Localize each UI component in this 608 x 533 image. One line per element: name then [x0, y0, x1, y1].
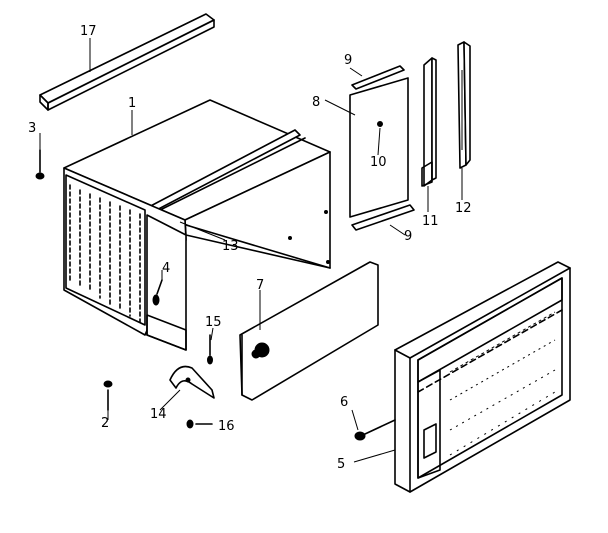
screw-2	[103, 380, 113, 411]
callout-2: 2	[101, 416, 109, 431]
callout-11: 11	[422, 214, 439, 229]
callout-14: 14	[150, 407, 167, 422]
callout-6: 6	[340, 395, 348, 410]
side-channel-11	[421, 57, 437, 187]
callout-16: 16	[218, 419, 235, 434]
callout-1: 1	[128, 96, 136, 111]
side-channel-12	[457, 41, 471, 169]
cabinet-louvers	[69, 184, 141, 323]
callout-8: 8	[312, 95, 320, 110]
callout-3: 3	[28, 121, 36, 136]
callout-10: 10	[370, 155, 387, 170]
cabinet	[63, 99, 331, 351]
filter-panel	[239, 261, 379, 401]
screw-15	[207, 334, 213, 365]
callout-4: 4	[162, 261, 170, 276]
top-rail	[39, 13, 215, 111]
curtain-rail-bottom	[351, 204, 415, 231]
callout-9-top: 9	[344, 53, 352, 68]
front-grille	[394, 261, 571, 493]
mounting-bracket	[169, 365, 215, 399]
leader-lines	[39, 38, 463, 463]
screw-3	[35, 149, 45, 180]
callout-5: 5	[337, 457, 345, 472]
screw-4	[152, 279, 163, 306]
callout-12: 12	[455, 201, 472, 216]
callout-13: 13	[222, 239, 239, 254]
callout-17: 17	[80, 24, 97, 39]
screw-6	[354, 419, 396, 441]
screw-16	[186, 419, 213, 429]
callout-7: 7	[256, 278, 264, 293]
callout-15: 15	[205, 315, 222, 330]
grille-shading	[449, 311, 556, 456]
callout-labels: 1 2 3 4 5 6 7 8 9 9 10 11 12 13 14 15 16…	[28, 24, 472, 472]
callout-9-bottom: 9	[404, 229, 412, 244]
curtain-rail-top	[351, 65, 405, 90]
